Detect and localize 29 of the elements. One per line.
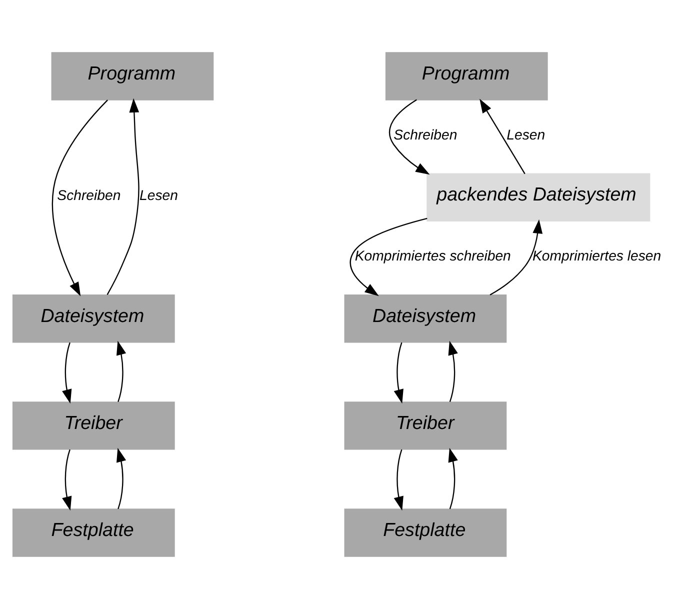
arrow xyxy=(388,98,430,174)
arrow xyxy=(52,99,108,296)
arrow xyxy=(106,98,140,294)
edge-label: Schreiben xyxy=(394,126,458,142)
arrow xyxy=(62,342,72,404)
node-box: Treiber xyxy=(344,401,507,450)
arrow xyxy=(116,447,126,509)
node-box: Dateisystem xyxy=(12,294,175,342)
node-box: Festplatte xyxy=(12,508,175,556)
edge-label: Lesen xyxy=(140,186,178,202)
arrow xyxy=(448,340,458,402)
node-box: Treiber xyxy=(12,401,175,450)
edge-label: Schreiben xyxy=(57,186,121,202)
arrow xyxy=(480,98,526,174)
node-box: Programm xyxy=(385,52,548,100)
node-box: Programm xyxy=(51,52,214,100)
arrow xyxy=(116,340,126,402)
node-box: Festplatte xyxy=(344,508,507,556)
arrow xyxy=(350,217,428,296)
node-box: packendes Dateisystem xyxy=(426,172,650,222)
edge-label: Komprimiertes schreiben xyxy=(354,246,511,263)
node-box: Dateisystem xyxy=(344,294,507,342)
arrow xyxy=(62,448,72,510)
arrow xyxy=(394,448,404,510)
arrow xyxy=(448,447,458,509)
arrow xyxy=(490,218,543,295)
edge-label: Komprimiertes lesen xyxy=(532,246,662,263)
edge-label: Lesen xyxy=(506,126,546,142)
arrow xyxy=(394,342,404,404)
